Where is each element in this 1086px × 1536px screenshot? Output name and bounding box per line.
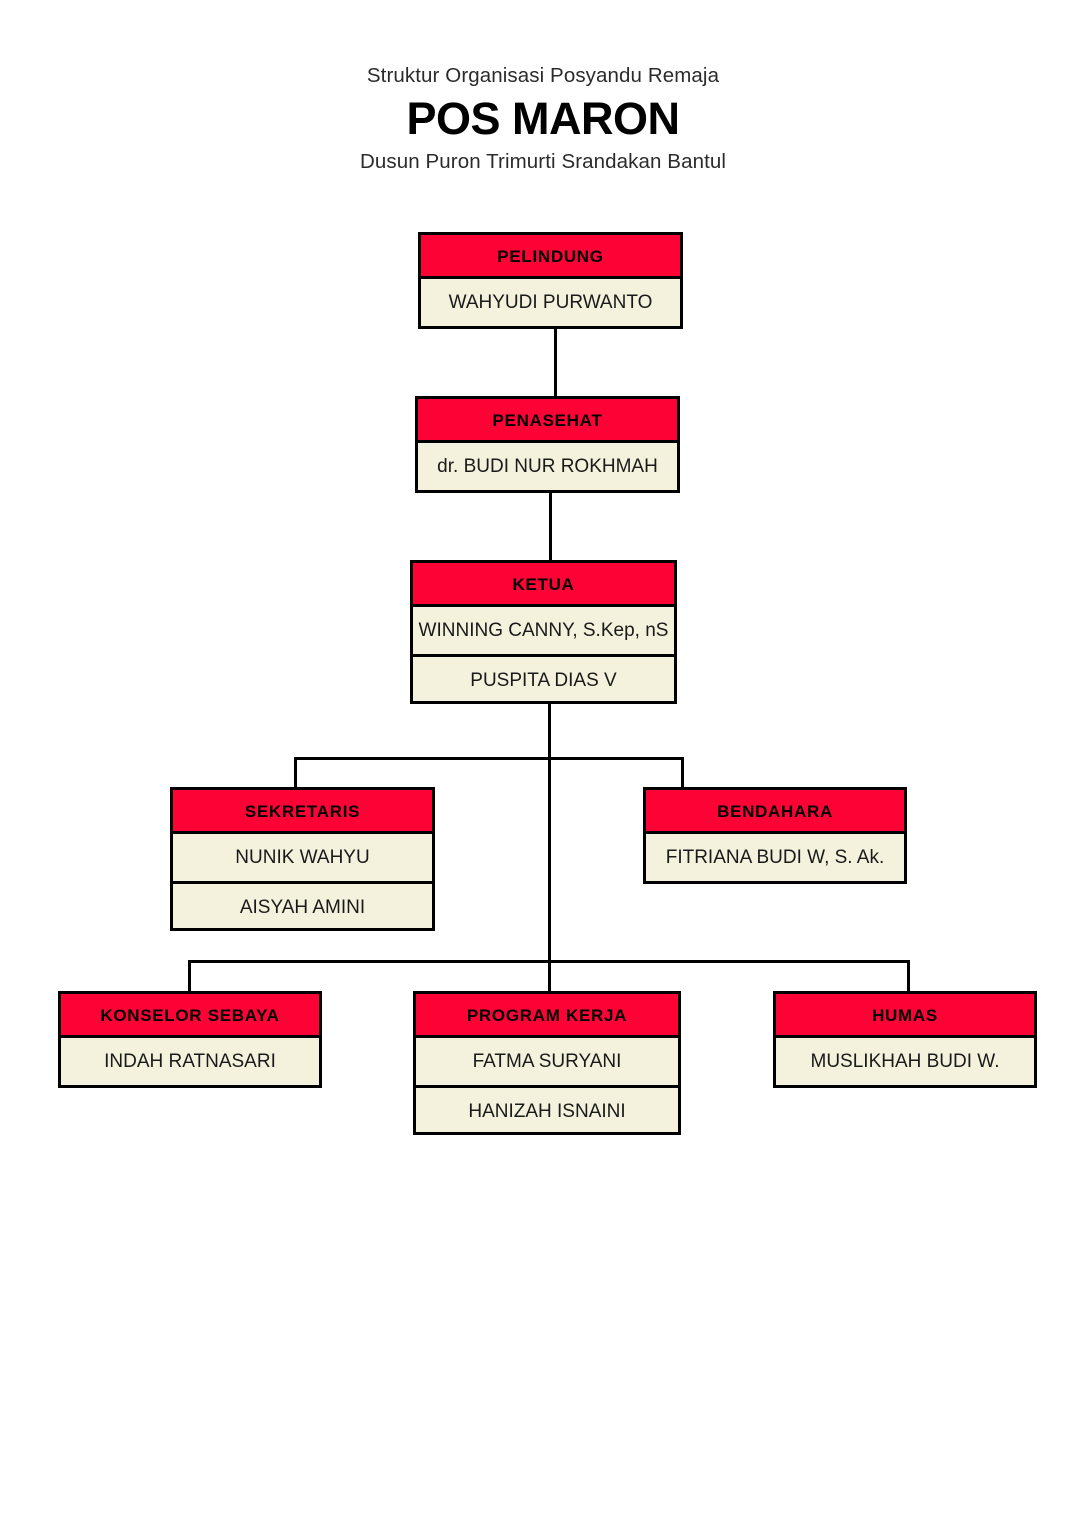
org-node-member-fitriana-budi-w: FITRIANA BUDI W, S. Ak. xyxy=(646,834,904,881)
org-node-member-fatma-suryani: FATMA SURYANI xyxy=(416,1038,678,1085)
org-node-sekretaris[interactable]: SEKRETARIS NUNIK WAHYU AISYAH AMINI xyxy=(170,787,435,931)
org-node-humas[interactable]: HUMAS MUSLIKHAH BUDI W. xyxy=(773,991,1037,1088)
org-node-title-pelindung: PELINDUNG xyxy=(421,235,680,279)
org-node-konselor-sebaya[interactable]: KONSELOR SEBAYA INDAH RATNASARI xyxy=(58,991,322,1088)
org-node-member-nunik-wahyu: NUNIK WAHYU xyxy=(173,834,432,881)
org-node-title-humas: HUMAS xyxy=(776,994,1034,1038)
chart-pre-title: Struktur Organisasi Posyandu Remaja xyxy=(366,64,720,87)
connector-pelindung-penasehat xyxy=(554,326,557,396)
org-node-member-winning-canny: WINNING CANNY, S.Kep, nS xyxy=(413,607,674,654)
connector-penasehat-ketua xyxy=(549,491,552,560)
org-node-member-puspita-dias-v: PUSPITA DIAS V xyxy=(413,654,674,701)
connector-bar-level-4 xyxy=(188,960,910,963)
org-node-member-budi-nur-rokhmah: dr. BUDI NUR ROKHMAH xyxy=(418,443,677,490)
org-node-ketua[interactable]: KETUA WINNING CANNY, S.Kep, nS PUSPITA D… xyxy=(410,560,677,704)
org-node-member-wahyudi-purwanto: WAHYUDI PURWANTO xyxy=(421,279,680,326)
org-node-bendahara[interactable]: BENDAHARA FITRIANA BUDI W, S. Ak. xyxy=(643,787,907,884)
org-node-title-konselor-sebaya: KONSELOR SEBAYA xyxy=(61,994,319,1038)
connector-drop-bendahara xyxy=(681,757,684,787)
chart-subtitle: Dusun Puron Trimurti Srandakan Bantul xyxy=(359,149,727,173)
org-node-penasehat[interactable]: PENASEHAT dr. BUDI NUR ROKHMAH xyxy=(415,396,680,493)
org-node-title-ketua: KETUA xyxy=(413,563,674,607)
org-node-member-hanizah-isnaini: HANIZAH ISNAINI xyxy=(416,1085,678,1132)
chart-header: Struktur Organisasi Posyandu Remaja POS … xyxy=(0,62,1086,175)
org-node-member-muslikhah-budi-w: MUSLIKHAH BUDI W. xyxy=(776,1038,1034,1085)
org-node-title-program-kerja: PROGRAM KERJA xyxy=(416,994,678,1038)
org-node-title-penasehat: PENASEHAT xyxy=(418,399,677,443)
connector-drop-humas xyxy=(907,960,910,991)
connector-ketua-trunk xyxy=(548,703,551,991)
org-node-title-sekretaris: SEKRETARIS xyxy=(173,790,432,834)
org-node-member-indah-ratnasari: INDAH RATNASARI xyxy=(61,1038,319,1085)
page-title: POS MARON xyxy=(406,92,680,144)
org-node-title-bendahara: BENDAHARA xyxy=(646,790,904,834)
org-node-program-kerja[interactable]: PROGRAM KERJA FATMA SURYANI HANIZAH ISNA… xyxy=(413,991,681,1135)
org-node-member-aisyah-amini: AISYAH AMINI xyxy=(173,881,432,928)
org-node-pelindung[interactable]: PELINDUNG WAHYUDI PURWANTO xyxy=(418,232,683,329)
connector-drop-konselor xyxy=(188,960,191,991)
connector-drop-sekretaris xyxy=(294,757,297,787)
connector-bar-level-3 xyxy=(294,757,684,760)
